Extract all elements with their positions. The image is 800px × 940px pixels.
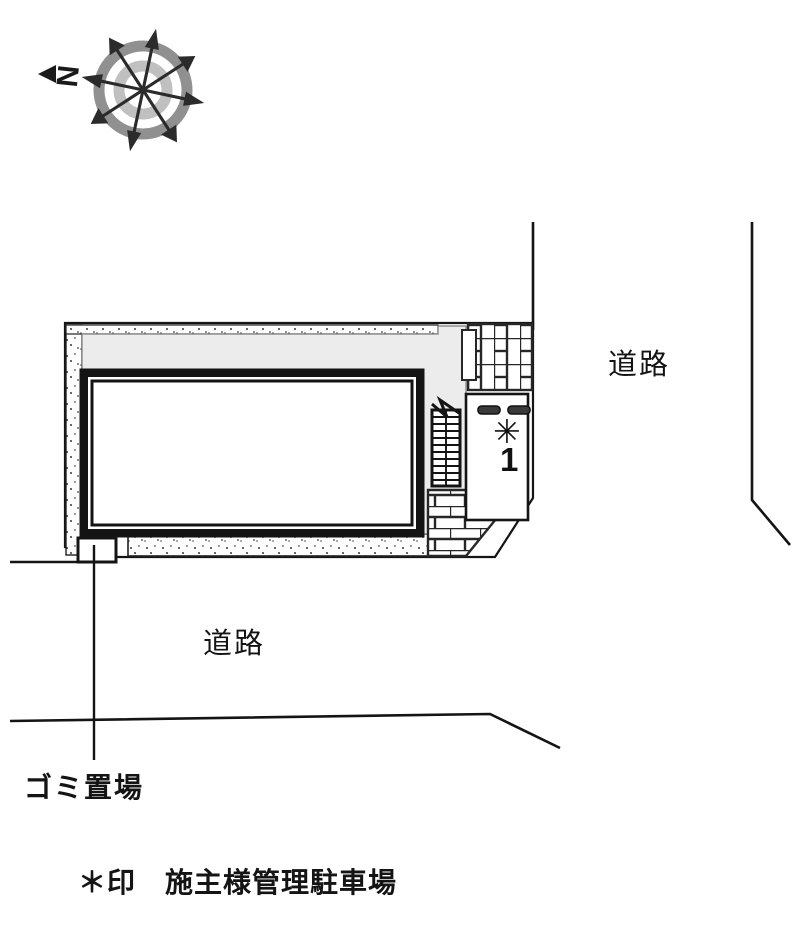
legend-note: ＊印 施主様管理駐車場 xyxy=(78,867,398,898)
parking-stall-1[interactable] xyxy=(464,392,531,522)
road-boundaries xyxy=(9,222,791,750)
building-footprint xyxy=(90,379,414,527)
compass-spokes xyxy=(91,38,195,142)
wheel-stop-left-icon xyxy=(477,405,501,415)
trash-area-box[interactable] xyxy=(76,536,118,564)
parking-stall-mark: ✳ xyxy=(493,413,521,450)
road-label-bottom: 道路 xyxy=(203,628,266,660)
road-label-right: 道路 xyxy=(608,349,671,381)
brick-paving-north xyxy=(466,322,534,392)
compass-arrowheads xyxy=(81,28,205,152)
entry-strip xyxy=(461,329,477,381)
trash-area[interactable] xyxy=(76,536,118,760)
trash-area-label: ゴミ置場 xyxy=(24,772,145,803)
compass-rose-icon xyxy=(81,28,205,152)
bottom-road-far-edge xyxy=(9,712,561,750)
staircase xyxy=(430,395,462,488)
north-arrowhead-icon xyxy=(38,65,56,83)
stair-up-arrow-icon xyxy=(431,395,460,419)
brick-paving xyxy=(426,322,534,558)
building-block xyxy=(79,325,467,538)
apron-top-strip xyxy=(65,324,439,335)
parking-stall-outline[interactable] xyxy=(464,392,530,522)
north-letter-glyph: N xyxy=(51,64,86,89)
wheel-stop-right-icon xyxy=(507,405,531,415)
right-road-outer-edge xyxy=(750,222,791,546)
compass-north-letter: N xyxy=(36,52,96,100)
parking-stall-number: 1 xyxy=(500,441,519,478)
building-wall-outer xyxy=(79,368,425,538)
